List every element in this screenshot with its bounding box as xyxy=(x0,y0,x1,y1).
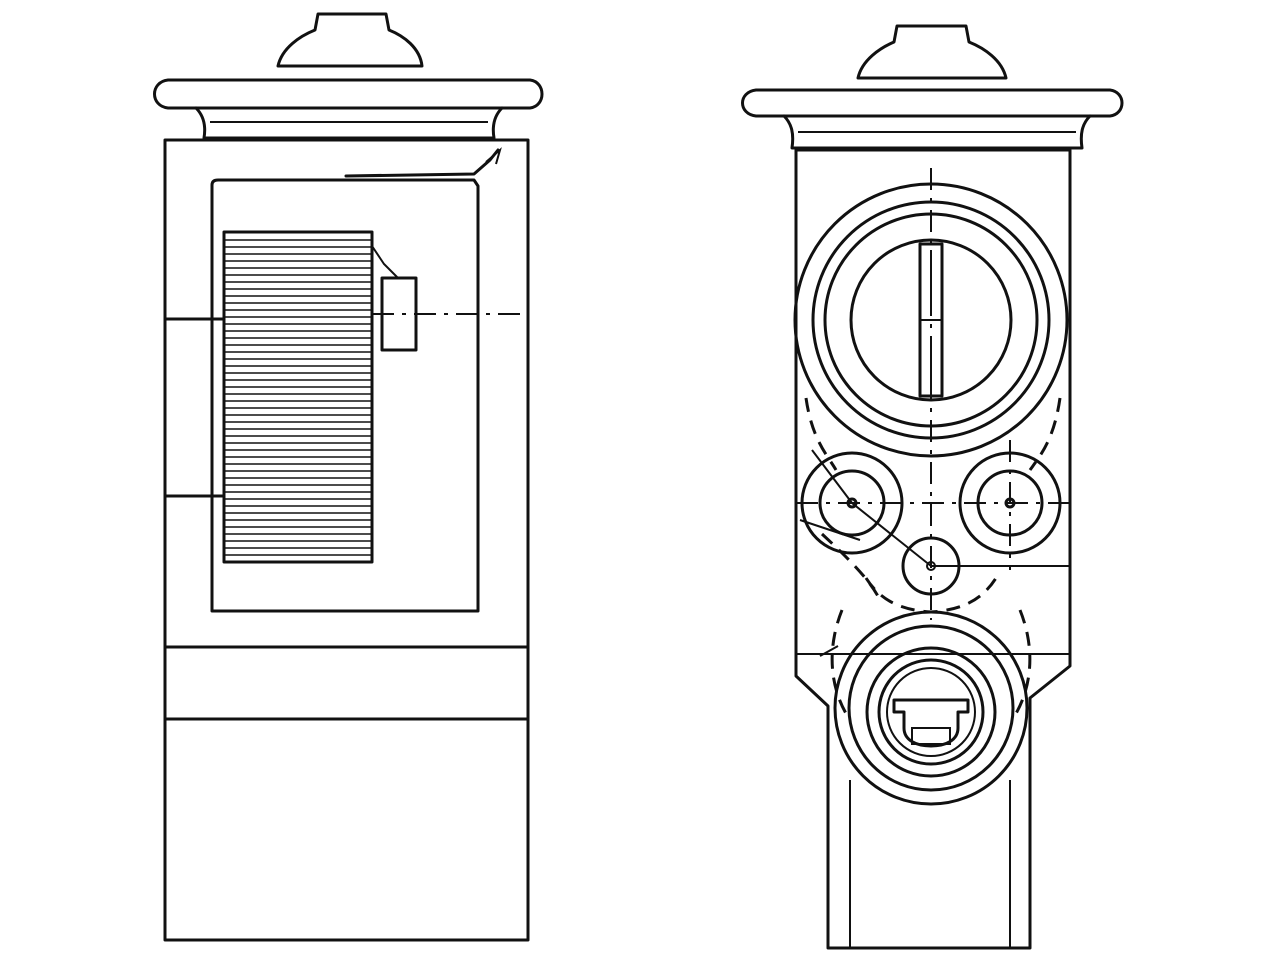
front-view-lower-port-bore-inner xyxy=(886,667,976,757)
front-view-lower-port-key xyxy=(911,727,951,745)
side-view-cut-line xyxy=(344,148,500,178)
front-view-body xyxy=(794,148,1072,950)
side-view xyxy=(153,12,544,942)
side-view-body xyxy=(163,138,530,942)
side-view-grille-hatching xyxy=(224,239,372,556)
side-view-sensor-grille xyxy=(222,230,374,564)
front-view-hidden-left-arc xyxy=(820,532,882,601)
front-view-lower-port-insert xyxy=(892,698,970,748)
front-view xyxy=(741,24,1124,950)
front-view-flange-neck xyxy=(782,114,1092,150)
front-view-cap-knob xyxy=(856,24,1008,80)
front-view-flange xyxy=(741,88,1124,118)
side-view-cut-arrow xyxy=(485,147,502,165)
side-view-sensor-lead xyxy=(371,245,399,279)
side-view-cap-knob xyxy=(276,12,424,68)
front-view-lower-port-tick xyxy=(819,645,839,657)
side-view-flange xyxy=(153,78,544,110)
front-view-left-leader xyxy=(799,519,861,541)
front-view-lower-port-seat xyxy=(865,646,997,778)
front-view-lower-port-outer xyxy=(833,610,1029,806)
front-view-diagonal-leader xyxy=(811,449,932,567)
front-view-hidden-outline xyxy=(804,397,1062,721)
side-view-label-frame xyxy=(210,178,480,613)
side-view-flange-neck xyxy=(194,106,504,140)
front-view-lower-port-ring xyxy=(847,624,1015,792)
front-view-lower-port-bore xyxy=(877,658,985,766)
